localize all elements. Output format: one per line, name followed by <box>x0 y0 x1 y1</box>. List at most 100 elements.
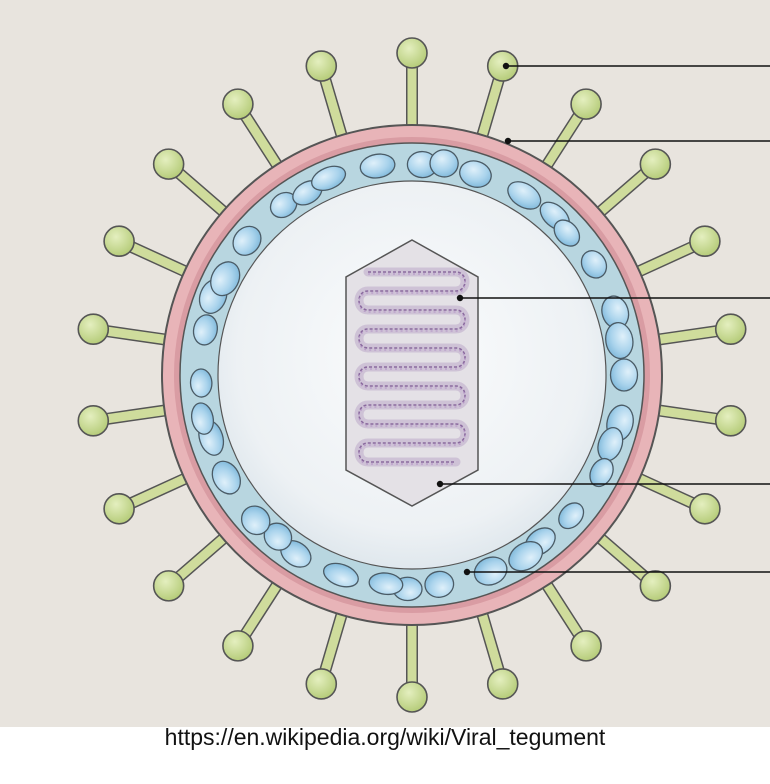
glycoprotein-spike <box>396 37 428 130</box>
envelope-leader-dot <box>504 137 512 145</box>
spike-head <box>152 148 185 180</box>
spike-head <box>305 50 338 82</box>
spike-stalk <box>120 238 192 278</box>
glycoprotein-spike <box>653 403 747 437</box>
tegument-protein <box>580 250 608 279</box>
spike-head <box>689 492 721 525</box>
tegument-protein <box>507 181 542 210</box>
spike-stalk <box>318 608 348 682</box>
spike-head <box>639 570 672 602</box>
spike-stalk <box>594 532 656 587</box>
spike-head <box>714 405 747 437</box>
spike-stalk <box>632 238 704 278</box>
glycoprotein-spike <box>152 530 231 602</box>
tegument-protein <box>473 556 508 586</box>
spike-stalk <box>236 578 284 645</box>
tegument-leader-dot <box>463 568 471 576</box>
tegument-protein <box>553 219 581 247</box>
spike-head <box>305 668 338 700</box>
glycoprotein-spike <box>632 471 721 525</box>
tegument-protein <box>189 368 213 398</box>
dna-leader <box>456 294 770 302</box>
spike-stalk <box>632 472 704 512</box>
spike-leader <box>502 62 770 70</box>
glycoprotein-spike <box>77 403 171 437</box>
diagram-panel <box>0 0 770 727</box>
source-url-caption: https://en.wikipedia.org/wiki/Viral_tegu… <box>164 724 606 750</box>
tegument-protein <box>424 570 455 598</box>
glycoprotein-spike <box>475 608 519 700</box>
tegument-protein <box>192 314 218 346</box>
spike-head <box>77 313 110 345</box>
virion-diagram <box>77 37 770 713</box>
spike-head <box>714 313 747 345</box>
spike-stalk <box>476 608 506 682</box>
spike-head <box>396 681 428 713</box>
capsid <box>345 239 479 507</box>
glycoprotein-spike <box>305 50 349 142</box>
glycoprotein-spike <box>593 148 672 220</box>
glycoprotein-spikes <box>77 37 747 713</box>
envelope-leader <box>504 137 770 145</box>
spike-stalk <box>168 532 230 587</box>
tegument-protein <box>368 572 404 596</box>
spike-stalk <box>168 163 230 218</box>
spike-head <box>222 630 254 662</box>
tegument-protein <box>605 322 634 360</box>
spike-stalk <box>653 325 728 345</box>
tegument-protein <box>429 149 459 178</box>
spike-head <box>152 570 185 602</box>
glycoprotein-spike <box>632 225 721 279</box>
capsid-leader <box>436 480 770 488</box>
glycoprotein-spike <box>396 620 428 713</box>
dna-leader-dot <box>456 294 464 302</box>
spike-stalk <box>476 68 506 142</box>
glycoprotein-spike <box>539 88 602 173</box>
glycoprotein-spike <box>475 50 519 142</box>
glycoprotein-spike <box>222 577 285 662</box>
tegument-protein <box>459 160 492 188</box>
spike-stalk <box>653 405 728 425</box>
glycoprotein-spike <box>305 608 349 700</box>
tegument-proteins <box>189 149 639 602</box>
spike-stalk <box>594 163 656 218</box>
spike-stalk <box>120 472 192 512</box>
spike-head <box>222 88 254 120</box>
spike-head <box>103 225 135 258</box>
spike-head <box>689 225 721 258</box>
spike-stalk <box>96 325 171 345</box>
glycoprotein-spike <box>77 313 171 347</box>
spike-head <box>103 492 135 525</box>
tegument-protein <box>240 505 271 536</box>
spike-head <box>396 37 428 69</box>
label-leader-lines <box>436 62 770 576</box>
tegument-protein <box>210 261 241 297</box>
glycoprotein-spike <box>539 577 602 662</box>
spike-leader-dot <box>502 62 510 70</box>
dna-strand-shadow <box>354 267 470 467</box>
spike-head <box>486 668 519 700</box>
glycoprotein-spike <box>103 471 192 525</box>
tegument-protein <box>609 358 639 392</box>
spike-head <box>639 148 672 180</box>
tegument-leader <box>463 568 770 576</box>
glycoprotein-spike <box>152 148 231 220</box>
tegument-protein <box>232 225 262 256</box>
spike-stalk <box>540 105 588 172</box>
spike-stalk <box>318 68 348 142</box>
tegument-protein <box>190 402 215 435</box>
spike-head <box>570 630 602 662</box>
tegument-protein <box>311 165 347 192</box>
tegument-protein <box>359 153 396 179</box>
spike-stalk <box>96 405 171 425</box>
glycoprotein-spike <box>222 88 285 173</box>
glycoprotein-spike <box>593 530 672 602</box>
glycoprotein-spike <box>653 313 747 347</box>
tegument-protein <box>558 502 585 530</box>
tegument-protein <box>508 540 544 572</box>
tegument-protein <box>322 562 359 588</box>
spike-head <box>77 405 110 437</box>
glycoprotein-spike <box>103 225 192 279</box>
capsid-leader-dot <box>436 480 444 488</box>
